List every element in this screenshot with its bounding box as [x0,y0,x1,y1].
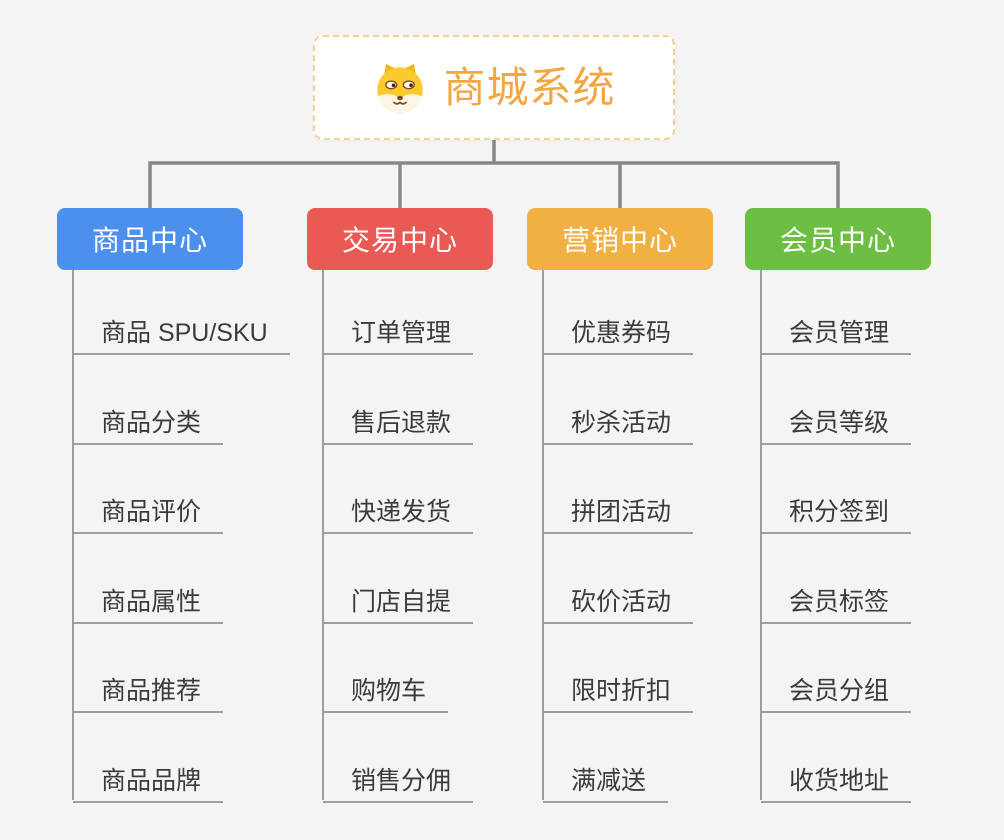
branch-node-marketing[interactable]: 营销中心 [527,208,713,270]
mindmap-item[interactable]: 订单管理 [323,317,474,355]
mindmap-item[interactable]: 售后退款 [323,407,474,445]
root-title: 商城系统 [443,63,616,111]
mindmap-item[interactable]: 购物车 [323,675,449,713]
mindmap-item[interactable]: 商品属性 [73,586,224,624]
mindmap-item[interactable]: 销售分佣 [323,765,474,803]
mindmap-item[interactable]: 会员分组 [761,675,912,713]
mindmap-item[interactable]: 会员等级 [761,407,912,445]
branch-column-product: 商品中心 商品 SPU/SKU 商品分类 商品评价 商品属性 商品推荐 商品品牌 [57,0,307,840]
mindmap-item[interactable]: 商品评价 [73,496,224,534]
mindmap-item[interactable]: 满减送 [543,765,669,803]
branch-column-marketing: 营销中心 优惠券码 秒杀活动 拼团活动 砍价活动 限时折扣 满减送 [527,0,777,840]
branch-node-product[interactable]: 商品中心 [57,208,243,270]
branch-column-trade: 交易中心 订单管理 售后退款 快递发货 门店自提 购物车 销售分佣 [307,0,557,840]
mindmap-item[interactable]: 会员标签 [761,586,912,624]
mindmap-item[interactable]: 门店自提 [323,586,474,624]
mindmap-item[interactable]: 商品 SPU/SKU [73,317,290,355]
mindmap-item[interactable]: 会员管理 [761,317,912,355]
mindmap-item[interactable]: 秒杀活动 [543,407,694,445]
mindmap-item[interactable]: 拼团活动 [543,496,694,534]
mindmap-item[interactable]: 限时折扣 [543,675,694,713]
mindmap-item[interactable]: 商品品牌 [73,765,224,803]
doge-face-icon [377,63,424,113]
mindmap-item[interactable]: 快递发货 [323,496,474,534]
mindmap-item[interactable]: 砍价活动 [543,586,694,624]
mindmap-item[interactable]: 商品推荐 [73,675,224,713]
mindmap-item[interactable]: 优惠券码 [543,317,694,355]
root-node[interactable]: 商城系统 [313,35,675,140]
mindmap-item[interactable]: 收货地址 [761,765,912,803]
mindmap-item[interactable]: 积分签到 [761,496,912,534]
mindmap-item[interactable]: 商品分类 [73,407,224,445]
branch-node-member[interactable]: 会员中心 [745,208,931,270]
branch-column-member: 会员中心 会员管理 会员等级 积分签到 会员标签 会员分组 收货地址 [745,0,995,840]
branch-node-trade[interactable]: 交易中心 [307,208,493,270]
